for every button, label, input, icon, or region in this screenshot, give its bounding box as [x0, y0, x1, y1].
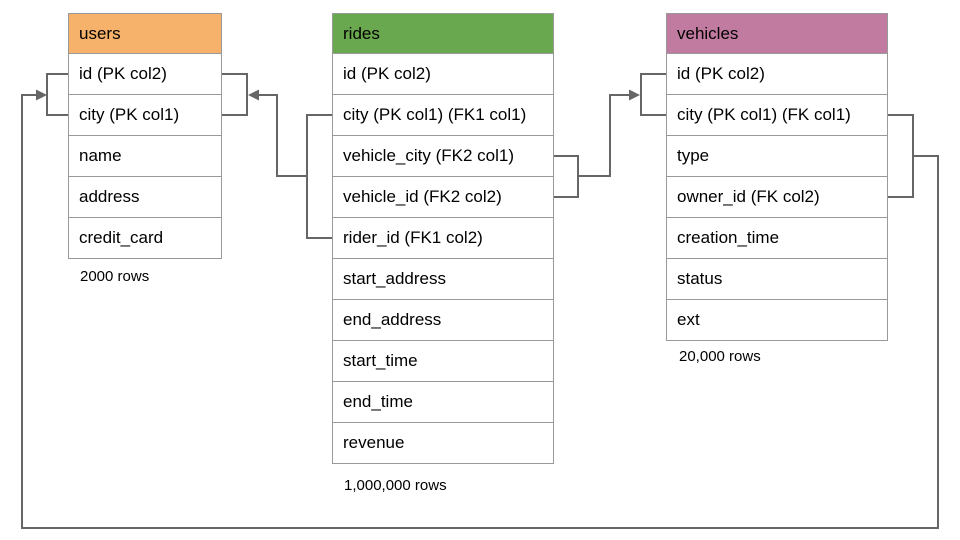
- arrowhead-into-users-left: [36, 89, 47, 101]
- vehicles-column-status: status: [667, 258, 887, 299]
- vehicles-column-type: type: [667, 135, 887, 176]
- rides-column-end-address: end_address: [333, 299, 553, 340]
- arrowhead-into-users-right: [248, 89, 259, 101]
- table-rides: rides id (PK col2) city (PK col1) (FK1 c…: [332, 13, 554, 464]
- vehicles-column-id: id (PK col2): [667, 53, 887, 94]
- users-column-address: address: [69, 176, 221, 217]
- relationship-rides-to-users-fk1: [222, 73, 332, 239]
- table-users: users id (PK col2) city (PK col1) name a…: [68, 13, 222, 259]
- bracket-vehicles-fk-columns: [888, 114, 914, 198]
- vehicles-column-ext: ext: [667, 299, 887, 340]
- vehicles-row-count: 20,000 rows: [679, 348, 761, 365]
- table-users-header: users: [69, 14, 221, 53]
- vehicles-column-city: city (PK col1) (FK col1): [667, 94, 887, 135]
- rides-column-end-time: end_time: [333, 381, 553, 422]
- bracket-rides-fk1-columns: [306, 114, 332, 239]
- rides-column-rider-id: rider_id (FK1 col2): [333, 217, 553, 258]
- users-column-credit-card: credit_card: [69, 217, 221, 258]
- rides-column-revenue: revenue: [333, 422, 553, 463]
- rides-column-id: id (PK col2): [333, 53, 553, 94]
- connector-rides-to-vehicles: [578, 94, 629, 177]
- arrowhead-into-vehicles-left: [629, 89, 640, 101]
- table-rides-header: rides: [333, 14, 553, 53]
- bracket-users-pk-right: [222, 73, 248, 116]
- table-vehicles: vehicles id (PK col2) city (PK col1) (FK…: [666, 13, 888, 341]
- rides-column-start-address: start_address: [333, 258, 553, 299]
- bracket-rides-fk2-columns: [554, 155, 579, 198]
- rides-row-count: 1,000,000 rows: [344, 477, 447, 494]
- relationship-rides-to-vehicles-fk2: [554, 73, 666, 198]
- users-column-id: id (PK col2): [69, 53, 221, 94]
- users-column-name: name: [69, 135, 221, 176]
- rides-column-start-time: start_time: [333, 340, 553, 381]
- bracket-vehicles-pk-left: [640, 73, 666, 116]
- table-vehicles-header: vehicles: [667, 14, 887, 53]
- bracket-users-pk-left: [46, 73, 68, 116]
- connector-rides-to-users: [259, 94, 307, 177]
- vehicles-column-owner-id: owner_id (FK col2): [667, 176, 887, 217]
- users-row-count: 2000 rows: [80, 268, 150, 285]
- connector-vehicles-to-users: [21, 94, 939, 529]
- rides-column-vehicle-city: vehicle_city (FK2 col1): [333, 135, 553, 176]
- rides-column-city: city (PK col1) (FK1 col1): [333, 94, 553, 135]
- vehicles-column-creation-time: creation_time: [667, 217, 887, 258]
- users-column-city: city (PK col1): [69, 94, 221, 135]
- rides-column-vehicle-id: vehicle_id (FK2 col2): [333, 176, 553, 217]
- relationship-vehicles-to-users-fk: [21, 73, 939, 529]
